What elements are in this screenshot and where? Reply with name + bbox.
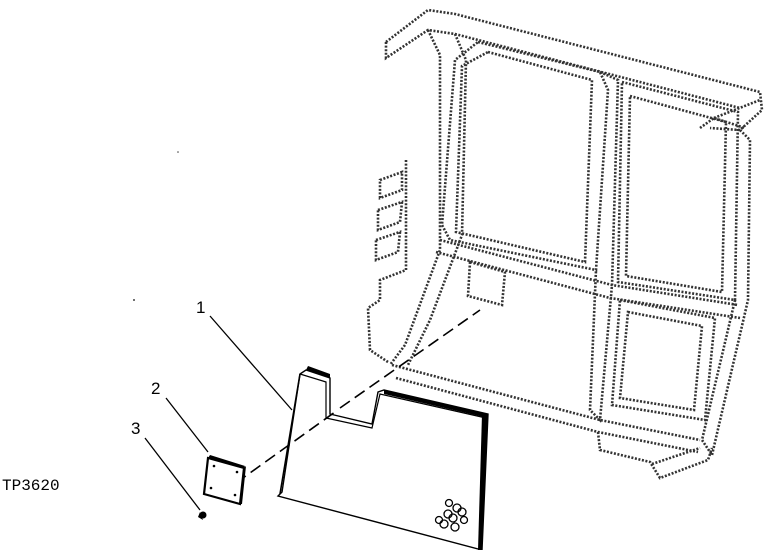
screw-part [198, 511, 207, 520]
callout-number-2: 2 [151, 379, 160, 398]
callout-leaders [144, 315, 293, 511]
callout-number-3: 3 [131, 419, 140, 438]
speck [133, 299, 135, 301]
assembly-line [235, 309, 481, 484]
speck [177, 151, 179, 153]
plate-part [202, 455, 246, 506]
cab-frame-phantom [366, 8, 764, 480]
leader-1 [209, 315, 293, 411]
leader-3 [144, 437, 201, 511]
callout-number-1: 1 [196, 298, 205, 317]
bolt-hole-cluster [434, 498, 469, 532]
leader-2 [165, 397, 209, 453]
figure-code: TP3620 [2, 477, 60, 495]
panel-part [276, 366, 489, 550]
